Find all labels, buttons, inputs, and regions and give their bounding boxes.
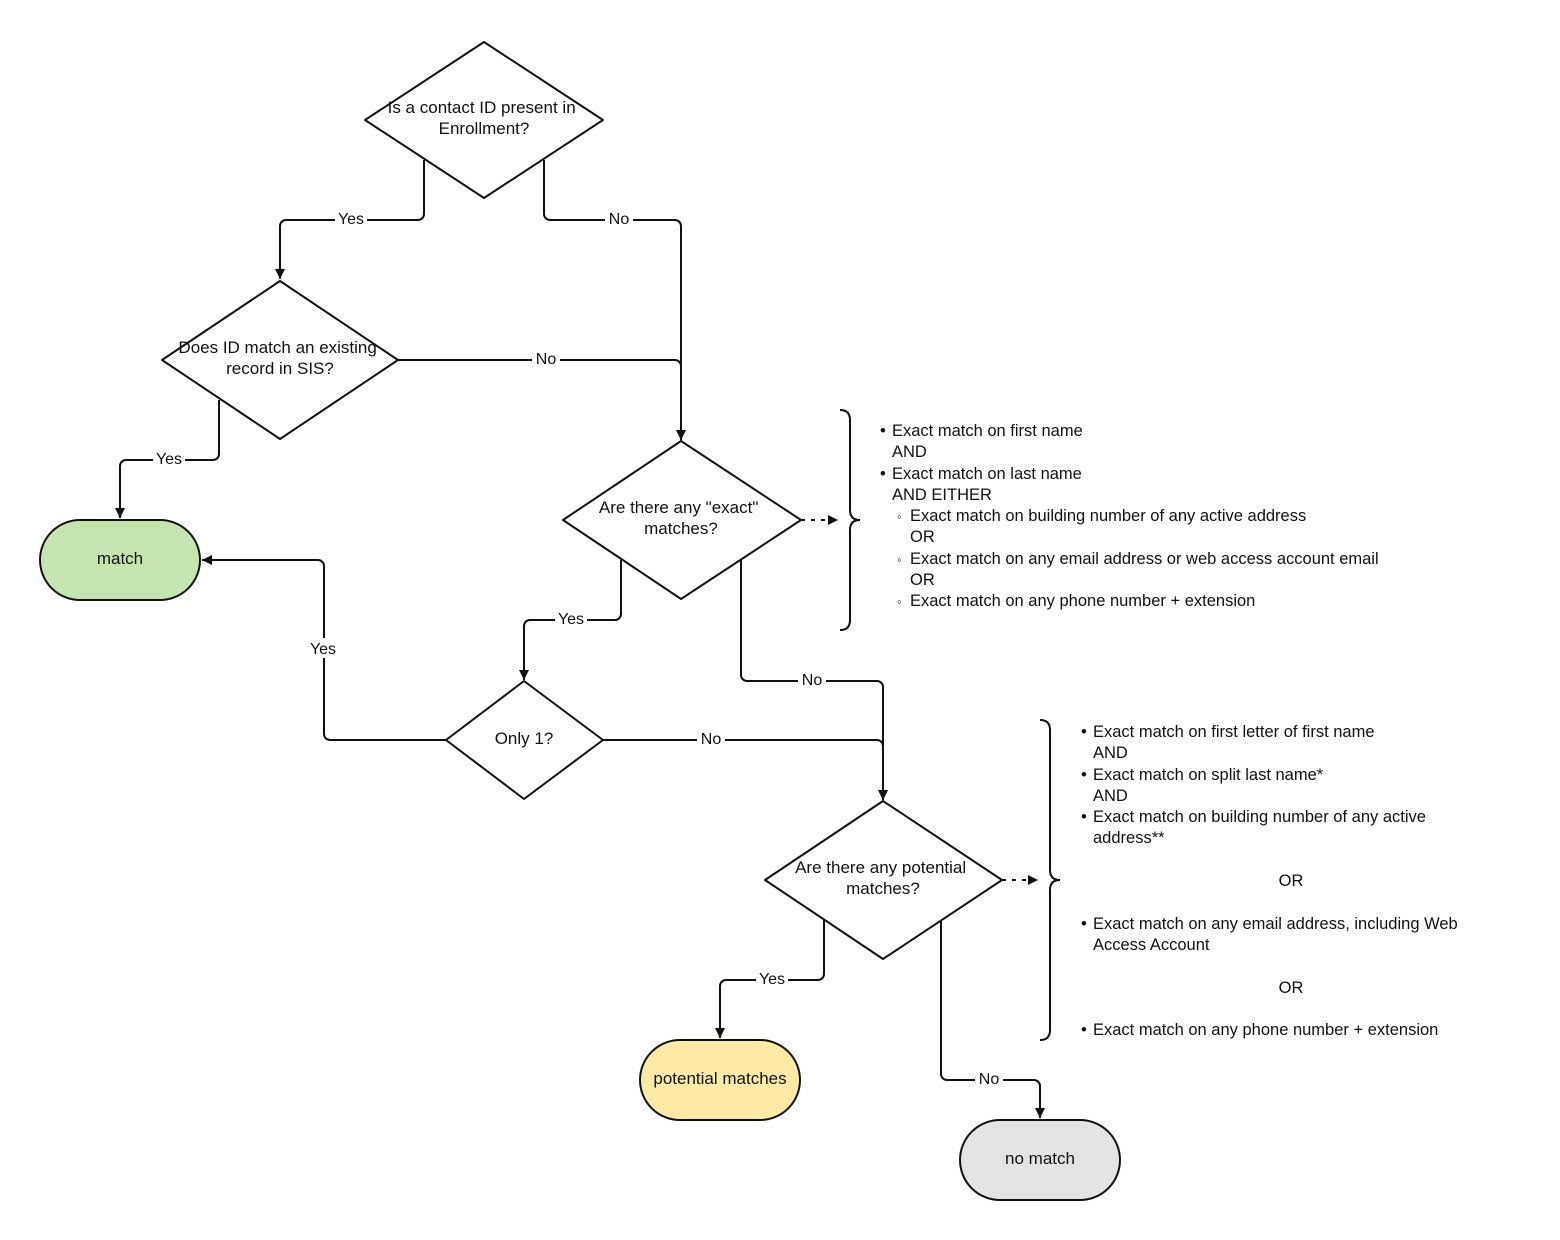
edge-contact-no — [543, 160, 686, 440]
exact-criteria-note: Exact match on first name AND Exact matc… — [880, 421, 1379, 613]
potential-criterion: Exact match on any phone number + extens… — [1081, 1020, 1501, 1042]
label-potential-no: No — [979, 1071, 1000, 1088]
spacer — [1081, 956, 1501, 977]
exact-sub-criterion: Exact match on any phone number + extens… — [880, 591, 1379, 613]
label-contact-yes: Yes — [338, 211, 364, 228]
potential-connector: AND — [1093, 786, 1128, 805]
spacer — [1081, 999, 1501, 1020]
label-contact-no: No — [609, 211, 630, 228]
label-idmatch-yes: Yes — [156, 451, 182, 468]
terminal-potential-matches — [639, 1039, 801, 1121]
only-one-question: Only 1? — [495, 729, 554, 748]
brace-potential — [1039, 719, 1061, 1041]
label-idmatch-no: No — [536, 351, 557, 368]
edge-potential-no — [940, 920, 1045, 1118]
exact-connector: AND EITHER — [892, 485, 992, 504]
potential-criterion-continued: address** — [1093, 829, 1165, 848]
exact-sub-criterion: Exact match on any email address or web … — [880, 549, 1379, 571]
exact-connector: OR — [910, 571, 935, 590]
decision-potential-matches — [764, 800, 1003, 960]
id-match-question: Does ID match an existing record in SIS? — [178, 338, 381, 378]
potential-question: Are there any potential matches? — [795, 858, 971, 898]
potential-connector: OR — [1278, 978, 1304, 997]
label-exact-yes: Yes — [558, 611, 584, 628]
terminal-match-label: match — [97, 549, 143, 568]
potential-criterion: Exact match on building number of any ac… — [1081, 807, 1501, 829]
potential-criterion: Exact match on first letter of first nam… — [1081, 722, 1501, 744]
potential-criterion-continued: Access Account — [1093, 935, 1210, 954]
exact-connector: OR — [910, 528, 935, 547]
exact-sub-criterion: Exact match on building number of any ac… — [880, 506, 1379, 528]
exact-criterion: Exact match on last name — [880, 464, 1379, 486]
spacer — [1081, 892, 1501, 913]
exact-question: Are there any "exact" matches? — [599, 498, 763, 538]
brace-exact — [839, 409, 861, 631]
terminal-no-match-label: no match — [1005, 1149, 1075, 1168]
decision-exact-matches — [562, 440, 802, 600]
potential-connector: OR — [1278, 872, 1304, 891]
edge-only1-no — [603, 739, 888, 800]
label-potential-yes: Yes — [759, 971, 785, 988]
spacer — [1081, 850, 1501, 871]
label-exact-no: No — [802, 672, 823, 689]
exact-criterion: Exact match on first name — [880, 421, 1379, 443]
decision-only-one — [445, 680, 604, 800]
potential-criterion: Exact match on split last name* — [1081, 765, 1501, 787]
exact-connector: AND — [892, 443, 927, 462]
label-only1-no: No — [701, 731, 722, 748]
potential-criterion: Exact match on any email address, includ… — [1081, 914, 1501, 936]
contact-id-question: Is a contact ID present in Enrollment? — [388, 98, 581, 138]
potential-criteria-note: Exact match on first letter of first nam… — [1081, 722, 1501, 1042]
label-only1-yes: Yes — [310, 641, 336, 658]
decision-id-matches-record — [161, 280, 399, 440]
edge-idmatch-no — [398, 359, 686, 440]
terminal-potential-matches-label: potential matches — [653, 1069, 786, 1088]
terminal-match — [39, 519, 201, 601]
decision-contact-id-present — [364, 41, 604, 199]
potential-connector: AND — [1093, 744, 1128, 763]
terminal-no-match — [959, 1119, 1121, 1201]
